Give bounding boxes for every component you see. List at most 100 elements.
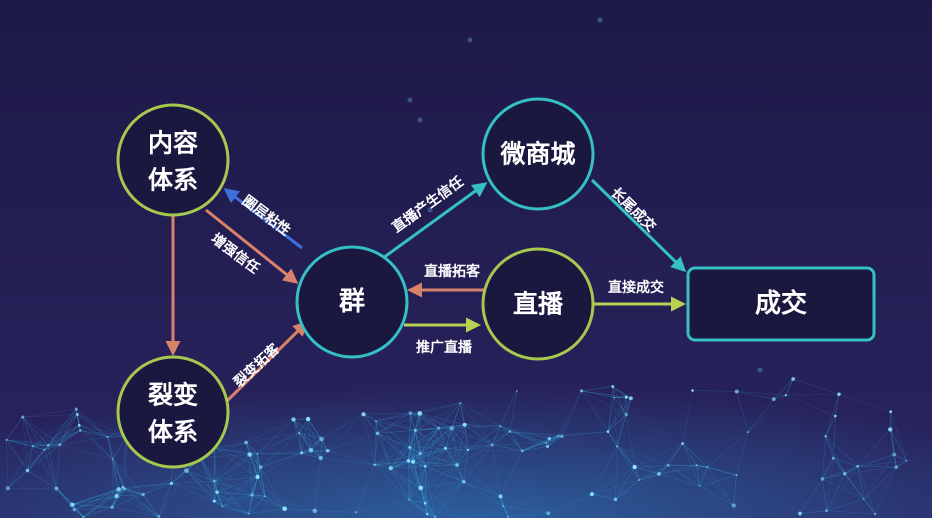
network-line [245, 442, 261, 468]
network-line [257, 449, 311, 455]
network-line [507, 512, 549, 518]
network-dot [82, 515, 85, 518]
network-line [298, 432, 302, 453]
network-line [612, 386, 627, 398]
node-live-circle [481, 247, 595, 361]
network-line [22, 414, 78, 418]
network-line [249, 454, 261, 468]
network-line [118, 488, 159, 517]
network-line [44, 424, 80, 451]
network-line [591, 466, 635, 495]
network-line [822, 478, 827, 511]
network-dot [417, 411, 423, 416]
network-line [377, 433, 414, 462]
network-line [307, 418, 322, 459]
network-line [390, 461, 414, 469]
network-line [6, 439, 28, 471]
network-dot [75, 413, 79, 416]
network-line [408, 466, 426, 500]
network-line [463, 444, 493, 482]
network-line [427, 481, 464, 515]
network-line [314, 510, 357, 513]
network-line [412, 461, 426, 467]
network-line [736, 391, 774, 400]
network-line [298, 432, 312, 451]
network-line [615, 473, 660, 500]
network-line [377, 433, 421, 454]
network-line [616, 446, 635, 468]
network-dot [632, 464, 637, 470]
network-dot [74, 407, 78, 411]
network-line [200, 457, 215, 482]
network-line [522, 435, 559, 452]
node-content-label-line1: 内容 [148, 129, 198, 158]
network-line [857, 465, 897, 468]
network-line [83, 487, 124, 518]
network-line [893, 454, 897, 468]
label-group-to-live: 推广直播 [416, 339, 473, 356]
network-line [825, 436, 846, 474]
network-line [6, 439, 49, 446]
network-line [307, 418, 329, 451]
network-dot [69, 502, 75, 507]
network-dot [557, 434, 560, 437]
network-line [22, 417, 28, 471]
network-dot [291, 417, 296, 422]
network-line [410, 412, 421, 454]
network-line [390, 447, 410, 469]
network-line [410, 412, 439, 429]
network-line [412, 413, 421, 462]
network-line [408, 413, 421, 461]
network-line [889, 429, 895, 455]
network-line [72, 504, 84, 518]
network-line [374, 430, 416, 466]
network-line [464, 424, 493, 446]
network-line [615, 466, 635, 500]
network-line [74, 509, 84, 518]
network-line [27, 470, 57, 489]
network-line [408, 413, 411, 461]
network-dot [611, 385, 615, 388]
network-line [420, 487, 436, 518]
network-line [32, 444, 60, 447]
network-line [251, 494, 285, 510]
network-line [408, 499, 436, 518]
network-line [799, 478, 823, 514]
network-line [27, 449, 45, 471]
network-dot [308, 447, 314, 453]
network-line [522, 446, 548, 452]
network-line [409, 447, 421, 454]
network-dot [355, 511, 358, 514]
network-line [6, 416, 23, 441]
network-line [293, 419, 328, 452]
network-line [607, 397, 615, 432]
network-line [374, 421, 377, 465]
network-dot [874, 512, 877, 516]
network-line [246, 432, 300, 443]
network-line [390, 430, 416, 469]
network-line [293, 419, 312, 451]
network-dot [318, 456, 323, 461]
network-line [412, 430, 416, 462]
network-line [363, 413, 377, 422]
network-line [257, 452, 302, 478]
network-line [77, 414, 127, 437]
network-line [186, 470, 215, 482]
network-line [307, 418, 322, 440]
network-line [558, 431, 608, 436]
network-dot [515, 390, 518, 392]
network-line [658, 466, 708, 475]
node-fission-circle [116, 355, 230, 469]
network-dot [613, 497, 618, 502]
network-line [826, 510, 876, 515]
network-line [83, 495, 117, 518]
network-line [112, 458, 117, 497]
network-line [445, 428, 453, 449]
network-line [320, 438, 322, 459]
network-dot [546, 444, 550, 449]
network-line [375, 420, 410, 448]
network-line [320, 457, 375, 466]
network-dot [408, 446, 412, 449]
network-line [251, 453, 258, 495]
network-line [260, 467, 285, 509]
